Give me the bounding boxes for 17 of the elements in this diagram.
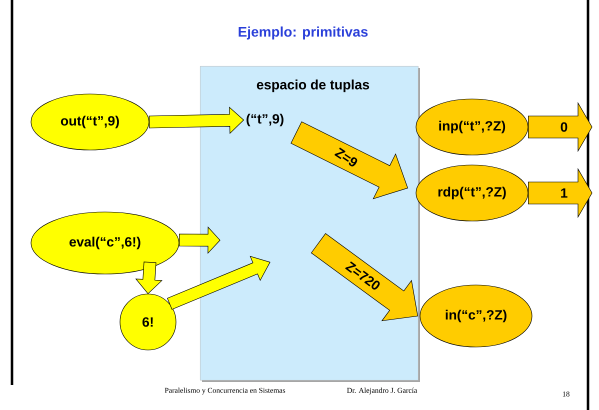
block-arrow bbox=[135, 262, 163, 294]
ellipse-node: rdp(“t”,?Z) bbox=[416, 164, 528, 222]
edge-label: Z=9 bbox=[333, 146, 360, 169]
block-arrow bbox=[528, 102, 592, 152]
ellipse-node: out(“t”,9) bbox=[30, 94, 150, 150]
block-arrow bbox=[178, 226, 220, 254]
ellipse-node: eval(“c”,6!) bbox=[30, 212, 180, 274]
panel-heading: espacio de tuplas bbox=[256, 80, 370, 92]
block-arrow bbox=[167, 256, 270, 310]
block-arrow bbox=[148, 106, 244, 134]
block-arrow bbox=[528, 168, 592, 218]
tuple-text: (“t”,9) bbox=[246, 114, 284, 126]
ellipse-node: in(“c”,?Z) bbox=[420, 284, 532, 348]
ellipse-node: inp(“t”,?Z) bbox=[416, 98, 528, 156]
block-arrow bbox=[290, 121, 408, 200]
title: Ejemplo: primitivas bbox=[238, 26, 368, 40]
circle-node: 6! bbox=[120, 294, 176, 350]
